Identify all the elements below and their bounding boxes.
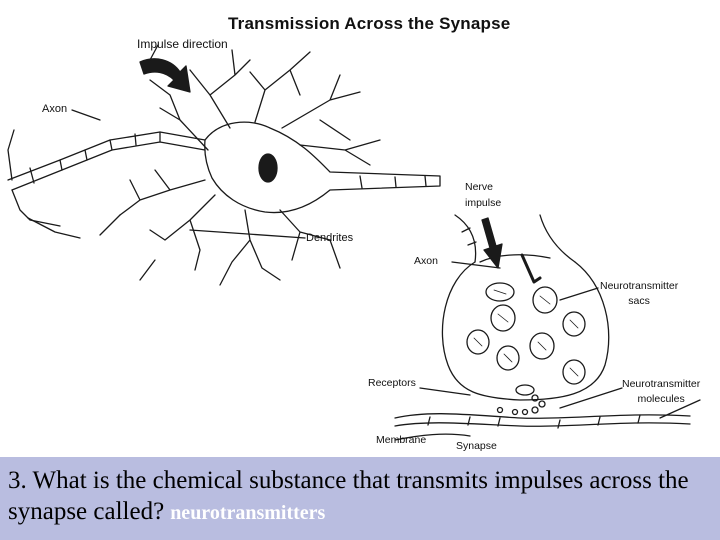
axon-label: Axon bbox=[42, 103, 68, 115]
sacs-label-line1: Neurotransmitter bbox=[600, 280, 679, 292]
molecules-label-line2: molecules bbox=[637, 393, 685, 406]
dendrites-label: Dendrites bbox=[306, 232, 354, 244]
nerve-impulse-arrow bbox=[481, 217, 503, 269]
nerve-impulse-label-line1: Nerve bbox=[465, 181, 494, 193]
receptor-membrane bbox=[394, 413, 691, 419]
molecules-label-line1: Neurotransmitter bbox=[622, 378, 701, 390]
cell-body bbox=[204, 121, 441, 214]
receptors-label: Receptors bbox=[368, 377, 416, 389]
synapse-illustration bbox=[394, 214, 701, 441]
neurotransmitter-sacs-label: Neurotransmitter sacs bbox=[600, 279, 678, 308]
neurotransmitter-molecules bbox=[496, 394, 546, 416]
axon-myelin-sheath bbox=[7, 129, 206, 239]
impulse-direction-label: Impulse direction bbox=[137, 37, 228, 51]
question-panel bbox=[0, 457, 720, 540]
membrane-label: Membrane bbox=[376, 434, 427, 446]
axon-terminal bbox=[441, 261, 610, 401]
question-block: 3. What is the chemical substance that t… bbox=[8, 465, 708, 529]
nucleus bbox=[258, 153, 278, 183]
nerve-impulse-label-line2: impulse bbox=[465, 197, 502, 210]
dendrites bbox=[99, 49, 381, 286]
diagram-title: Transmission Across the Synapse bbox=[228, 14, 511, 33]
synapse-label: Synapse bbox=[456, 440, 497, 452]
nerve-impulse-label: Nerve impulse bbox=[465, 179, 501, 212]
axon-terminal-label: Axon bbox=[414, 255, 438, 267]
answer-text: neurotransmitters bbox=[170, 502, 326, 524]
question-text: 3. What is the chemical substance that t… bbox=[8, 467, 689, 525]
sacs-label-line2: sacs bbox=[628, 294, 650, 307]
impulse-direction-arrow bbox=[139, 58, 191, 93]
neurotransmitter-sacs bbox=[466, 282, 586, 396]
neurotransmitter-molecules-label: Neurotransmitter molecules bbox=[622, 377, 700, 407]
neuron-illustration bbox=[7, 44, 441, 286]
